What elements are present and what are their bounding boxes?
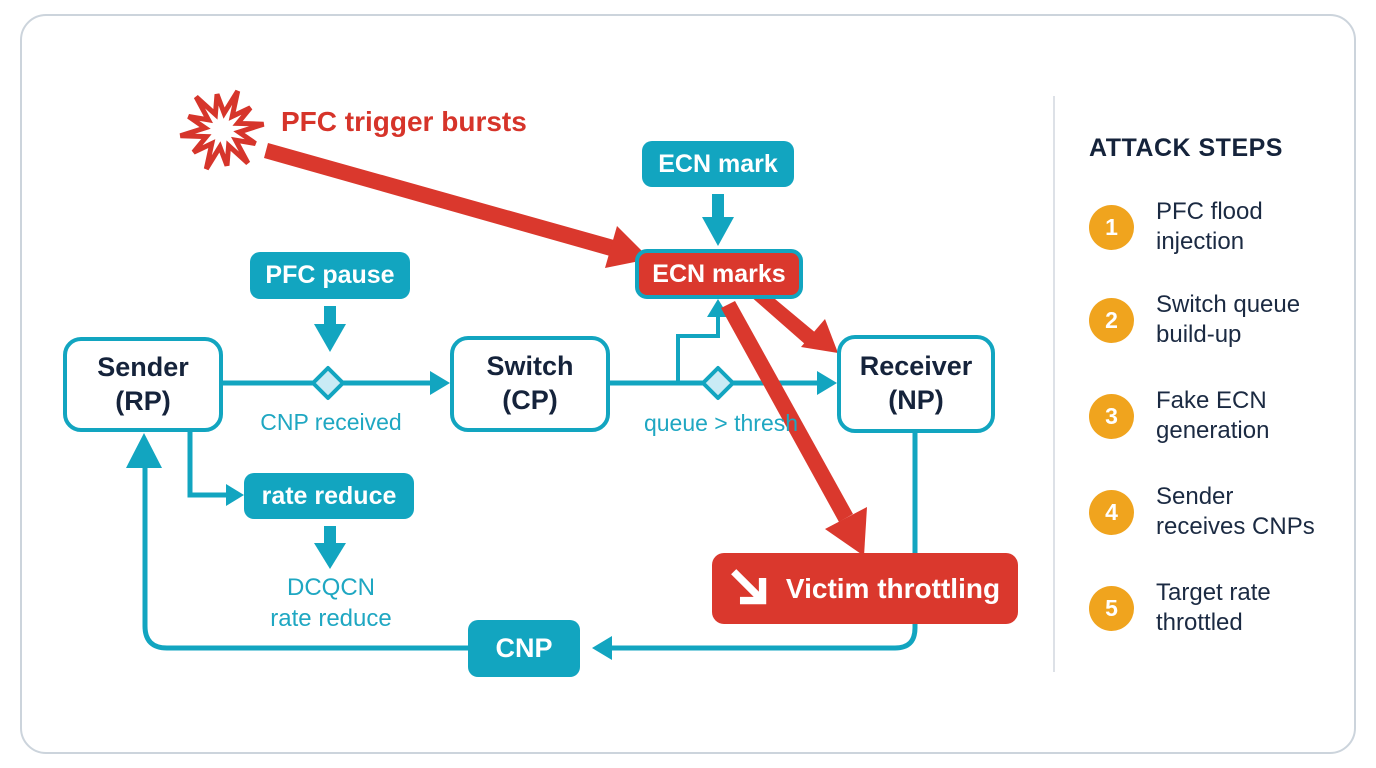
block-arrowhead-ratereduce xyxy=(314,543,346,569)
node-sender: Sender (RP) xyxy=(63,337,223,432)
switch-label-line1: Switch xyxy=(486,351,574,382)
edge-queue-to-ecnmarks xyxy=(676,314,720,381)
step-number-badge: 4 xyxy=(1089,489,1134,535)
attack-step-5: 5 Target rate throttled xyxy=(1089,578,1271,639)
sender-label-line1: Sender xyxy=(97,351,189,382)
step-label: PFC flood injection xyxy=(1156,198,1263,256)
block-arrowhead-ecnmark xyxy=(702,217,734,246)
node-cnp: CNP xyxy=(468,620,580,677)
arrowhead-into-sender xyxy=(126,433,162,468)
node-pfc-pause: PFC pause xyxy=(250,252,410,299)
receiver-label-line2: (NP) xyxy=(888,385,944,415)
dcqcn-line1: DCQCN xyxy=(287,574,375,601)
red-arrowhead-ecnmarks-victim xyxy=(825,507,867,556)
edge-cnp-sender xyxy=(142,464,469,651)
red-arrowhead-ecnmarks-receiver xyxy=(801,319,838,353)
attack-step-3: 3 Fake ECN generation xyxy=(1089,386,1269,447)
node-receiver: Receiver (NP) xyxy=(837,335,995,433)
attack-step-4: 4 Sender receives CNPs xyxy=(1089,482,1315,543)
pfc-trigger-bursts-label: PFC trigger bursts xyxy=(281,106,527,137)
node-ecn-mark: ECN mark xyxy=(642,141,794,187)
step-number-badge: 2 xyxy=(1089,297,1134,343)
attack-steps-heading: ATTACK STEPS xyxy=(1089,134,1283,162)
arrowhead-into-ratereduce xyxy=(226,484,244,506)
edge-receiver-cnp xyxy=(608,433,918,651)
node-rate-reduce: rate reduce xyxy=(244,473,414,519)
step-number-badge: 1 xyxy=(1089,204,1134,250)
step-label: Fake ECN generation xyxy=(1156,387,1270,445)
arrowhead-into-cnp xyxy=(592,636,612,660)
red-arrow-ecnmarks-receiver-shaft xyxy=(749,284,817,345)
cnp-label: CNP xyxy=(495,633,553,663)
receiver-label-line1: Receiver xyxy=(859,351,973,382)
step-label: Switch queue build-up xyxy=(1156,291,1301,349)
attack-step-2: 2 Switch queue build-up xyxy=(1089,290,1300,351)
arrowhead-into-switch xyxy=(430,371,450,395)
step-number-badge: 5 xyxy=(1089,585,1134,631)
edge-sender-ratereduce xyxy=(187,432,228,498)
step-number-badge: 3 xyxy=(1089,393,1134,439)
node-ecn-marks: ECN marks xyxy=(635,249,803,299)
red-arrow-burst-shaft xyxy=(264,143,614,256)
step-label: Target rate throttled xyxy=(1156,579,1271,637)
edge-label-queue-thresh: queue > thresh xyxy=(643,410,799,436)
diamond-cnp-received xyxy=(311,366,345,400)
pfc-pause-label: PFC pause xyxy=(265,261,395,289)
sender-label-line2: (RP) xyxy=(115,385,171,416)
block-arrowhead-pfcpause xyxy=(314,324,346,352)
dcqcn-line2: rate reduce xyxy=(270,605,392,633)
node-victim-throttling: Victim throttling xyxy=(712,553,1018,624)
edge-label-dcqcn: DCQCN rate reduce xyxy=(270,572,391,634)
diamond-queue-thresh xyxy=(701,366,735,400)
ecn-marks-label: ECN marks xyxy=(652,259,786,288)
red-arrow-ecnmarks-victim-shaft xyxy=(721,301,853,522)
step-label: Sender receives CNPs xyxy=(1156,483,1315,541)
starburst-icon xyxy=(179,89,265,171)
victim-throttling-label: Victim throttling xyxy=(785,572,1001,604)
switch-label-line2: (CP) xyxy=(502,385,558,415)
arrowhead-into-receiver xyxy=(817,371,837,395)
throttle-down-right-arrow-icon xyxy=(731,568,767,604)
rate-reduce-label: rate reduce xyxy=(261,481,397,510)
edge-label-cnp-received: CNP received xyxy=(260,409,402,435)
sidebar-divider xyxy=(1053,96,1055,672)
node-switch: Switch (CP) xyxy=(450,336,610,432)
ecn-mark-label: ECN mark xyxy=(658,149,778,178)
attack-step-1: 1 PFC flood injection xyxy=(1089,197,1263,258)
